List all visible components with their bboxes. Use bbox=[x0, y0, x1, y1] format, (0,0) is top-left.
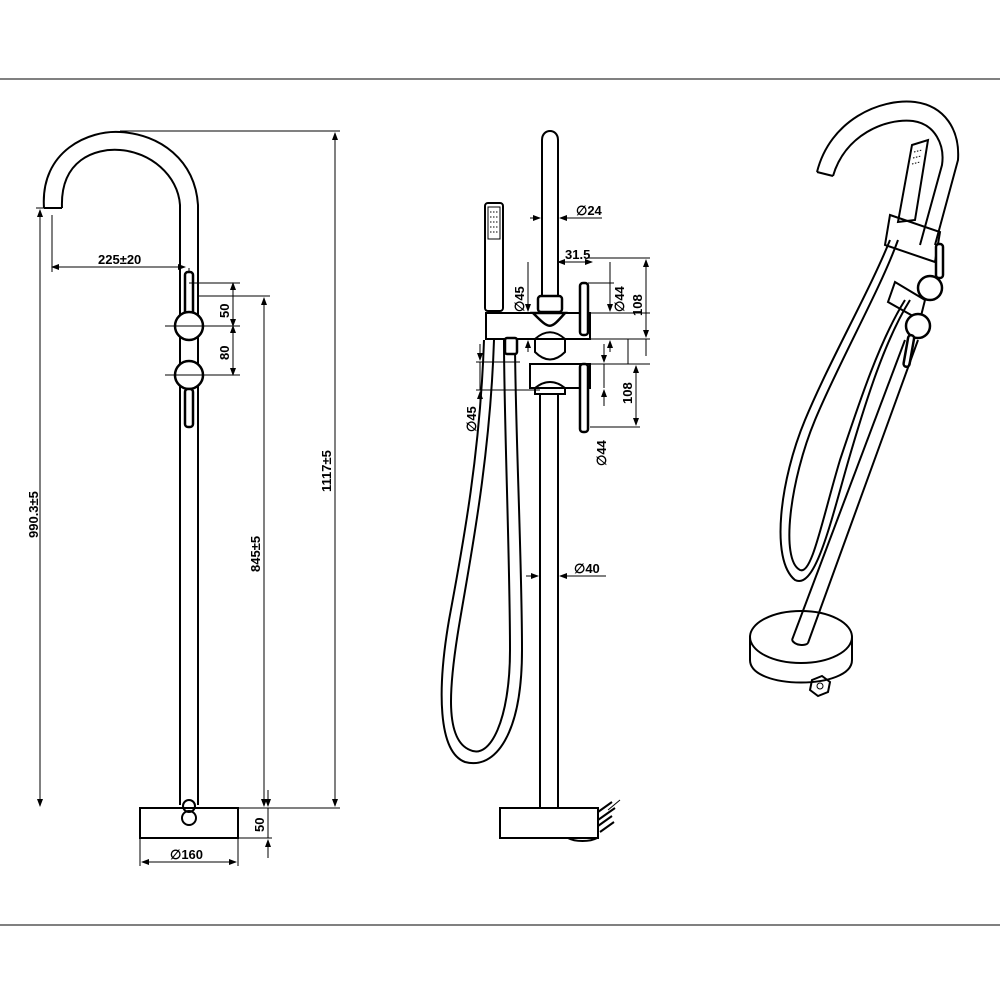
dim-handle-diameter-top: ∅44 bbox=[612, 285, 627, 312]
perspective-view bbox=[749, 100, 960, 698]
front-inlet-nut bbox=[181, 810, 197, 826]
perspective-spout bbox=[816, 100, 960, 246]
perspective-inlet-nut bbox=[808, 674, 832, 698]
front-spout-inner bbox=[60, 148, 181, 295]
dim-base-height: 50 bbox=[252, 818, 267, 832]
side-bottom-lever bbox=[578, 362, 590, 434]
dim-spout-offset: 31.5 bbox=[565, 247, 590, 262]
dim-base-diameter: ∅160 bbox=[170, 847, 203, 862]
dim-inlet-height: 990.3±5 bbox=[26, 491, 41, 538]
dim-mixer-height: 845±5 bbox=[248, 536, 263, 572]
perspective-top-handle bbox=[916, 274, 944, 302]
side-spout bbox=[541, 130, 559, 300]
dim-spout-reach: 225±20 bbox=[98, 252, 141, 267]
perspective-bottom-handle bbox=[904, 312, 932, 340]
side-hose bbox=[450, 339, 512, 753]
dim-column-diameter: ∅40 bbox=[574, 561, 600, 576]
front-view: 225±20 50 80 990.3±5 845±5 1117±5 50 bbox=[26, 130, 340, 866]
perspective-handset bbox=[896, 138, 930, 224]
perspective-base bbox=[749, 610, 853, 698]
dim-handle-diameter-bottom: ∅44 bbox=[594, 439, 609, 466]
front-bottom-lever bbox=[183, 387, 195, 429]
side-top-handle bbox=[534, 331, 566, 361]
perspective-hose bbox=[788, 239, 906, 572]
dim-lever-offset: 50 bbox=[217, 304, 232, 318]
side-handset bbox=[484, 202, 504, 312]
perspective-column-left bbox=[791, 339, 906, 641]
dim-handle-spacing: 80 bbox=[217, 346, 232, 360]
side-bottom-handle bbox=[534, 381, 566, 395]
side-top-lever bbox=[578, 281, 590, 337]
front-spout bbox=[42, 130, 199, 295]
side-base bbox=[499, 807, 599, 839]
side-handset-nozzles bbox=[490, 211, 498, 233]
perspective-bottom-lever bbox=[902, 333, 916, 369]
dim-handle-height-bottom: 108 bbox=[620, 382, 635, 404]
dim-handset-diameter-side: ∅45 bbox=[464, 406, 479, 432]
side-inlet-fitting bbox=[597, 799, 621, 833]
dim-handset-diameter-top: ∅45 bbox=[512, 286, 527, 312]
side-view: ∅24 31.5 ∅45 ∅44 108 ∅45 108 bbox=[440, 130, 650, 842]
perspective-top-lever bbox=[934, 242, 945, 280]
perspective-column-right bbox=[807, 339, 919, 644]
dim-handle-height-top: 108 bbox=[630, 294, 645, 316]
dim-total-height: 1117±5 bbox=[319, 450, 334, 492]
dim-spout-diameter: ∅24 bbox=[576, 203, 603, 218]
